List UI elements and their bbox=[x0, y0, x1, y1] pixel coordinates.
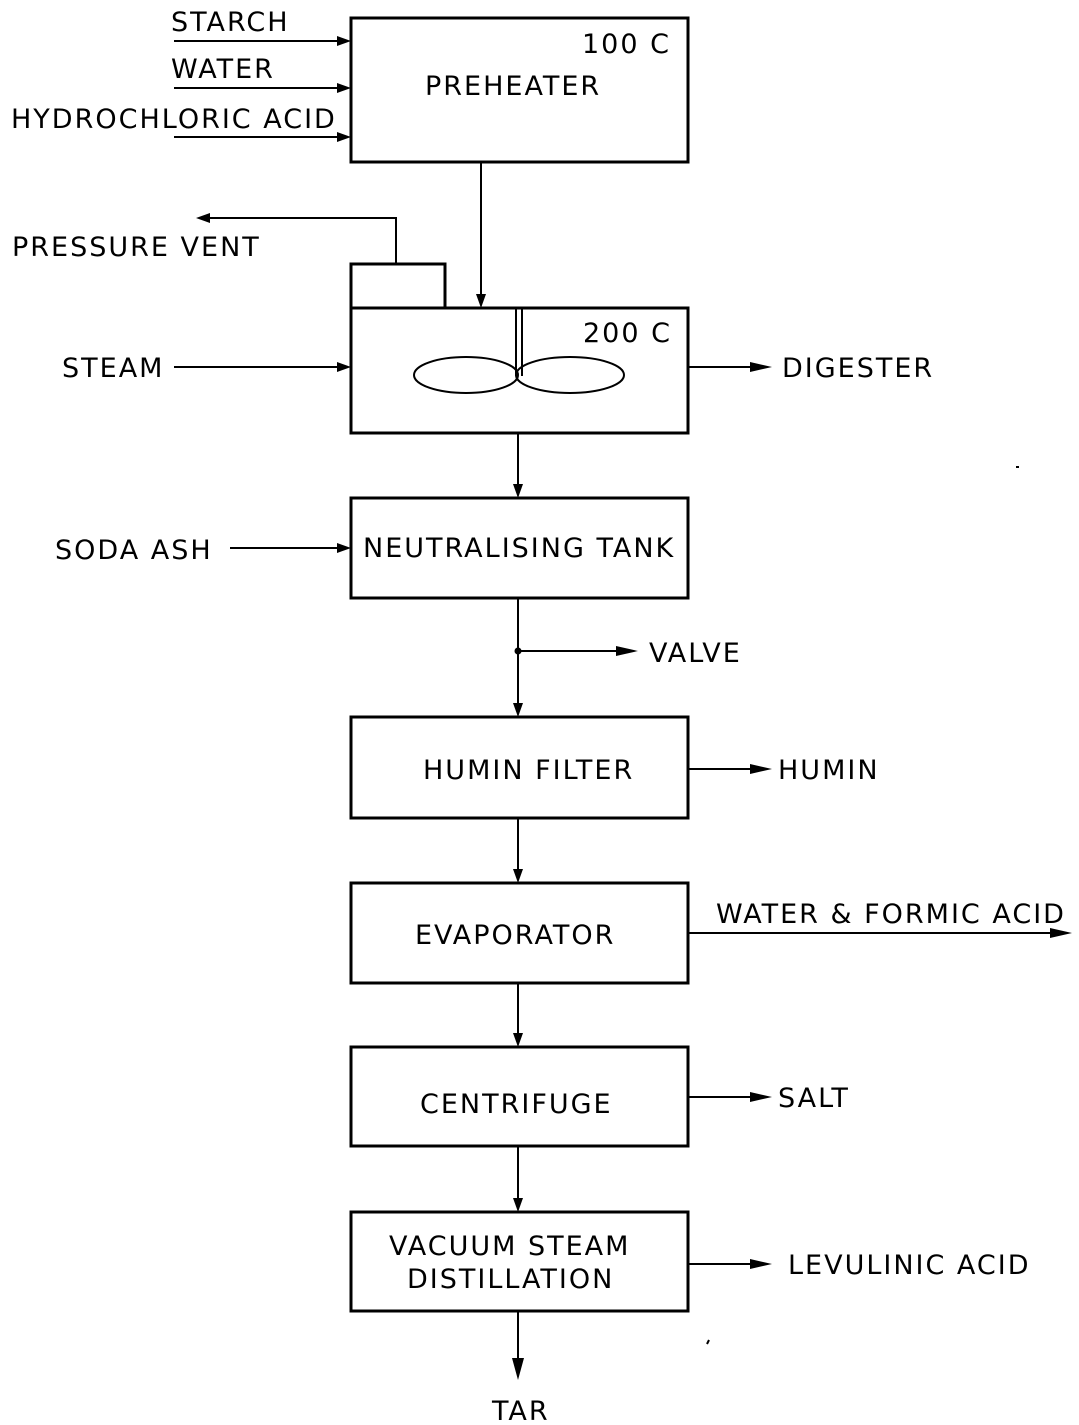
neutralising-tank-label: NEUTRALISING TANK bbox=[363, 533, 675, 564]
humin-out-label: HUMIN bbox=[778, 755, 880, 786]
hcl-label: HYDROCHLORIC ACID bbox=[11, 104, 337, 135]
hcl-arrowhead bbox=[337, 132, 351, 142]
digester-to-neutralising-arrowhead bbox=[513, 484, 523, 498]
humin-filter-box bbox=[349, 715, 690, 820]
levulinic-out-label: LEVULINIC ACID bbox=[788, 1250, 1031, 1281]
water-arrowhead bbox=[337, 83, 351, 93]
soda-ash-arrowhead bbox=[337, 543, 351, 553]
digester-out-label: DIGESTER bbox=[782, 353, 934, 384]
evaporator-to-centrifuge-arrowhead bbox=[513, 1033, 523, 1047]
distillation-box bbox=[349, 1210, 690, 1313]
centrifuge-label: CENTRIFUGE bbox=[420, 1089, 613, 1120]
vent-housing bbox=[349, 262, 447, 310]
scan-speck bbox=[706, 1339, 710, 1345]
humin-out-arrowhead bbox=[750, 764, 772, 774]
salt-out-arrowhead bbox=[750, 1092, 772, 1102]
digester-temp: 200 C bbox=[583, 318, 672, 349]
distillation-label-line2: DISTILLATION bbox=[407, 1264, 614, 1295]
pressure-vent-label: PRESSURE VENT bbox=[12, 232, 261, 263]
tar-out-label: TAR bbox=[491, 1396, 550, 1425]
filter-to-evaporator-arrowhead bbox=[513, 869, 523, 883]
levulinic-out-arrowhead bbox=[750, 1259, 772, 1269]
evaporator-label: EVAPORATOR bbox=[415, 920, 615, 951]
preheater-label: PREHEATER bbox=[425, 71, 601, 102]
preheater-box bbox=[349, 16, 690, 164]
soda-ash-label: SODA ASH bbox=[55, 535, 213, 566]
water-formic-out-arrowhead bbox=[1050, 928, 1072, 938]
valve-arrowhead bbox=[616, 646, 638, 656]
starch-arrowhead bbox=[337, 36, 351, 46]
valve-label: VALVE bbox=[649, 638, 742, 669]
pressure-vent-line bbox=[206, 217, 397, 264]
digester-out-arrowhead bbox=[750, 362, 772, 372]
salt-out-label: SALT bbox=[778, 1083, 850, 1114]
agitator-blade-left bbox=[413, 356, 519, 394]
neutralising-to-filter-arrowhead bbox=[513, 703, 523, 717]
centrifuge-to-distillation-arrowhead bbox=[513, 1198, 523, 1212]
distillation-label-line1: VACUUM STEAM bbox=[389, 1231, 630, 1262]
tar-out-arrowhead bbox=[512, 1358, 524, 1380]
steam-label: STEAM bbox=[62, 353, 164, 384]
humin-filter-label: HUMIN FILTER bbox=[423, 755, 634, 786]
agitator-blade-right bbox=[515, 356, 625, 394]
digester-box bbox=[349, 306, 690, 435]
preheater-to-digester-arrowhead bbox=[476, 294, 486, 308]
starch-label: STARCH bbox=[171, 7, 290, 38]
water-label: WATER bbox=[171, 54, 275, 85]
steam-arrowhead bbox=[337, 362, 351, 372]
preheater-temp: 100 C bbox=[582, 29, 671, 60]
pressure-vent-arrowhead bbox=[196, 213, 210, 223]
water-formic-out-label: WATER & FORMIC ACID bbox=[716, 899, 1066, 930]
